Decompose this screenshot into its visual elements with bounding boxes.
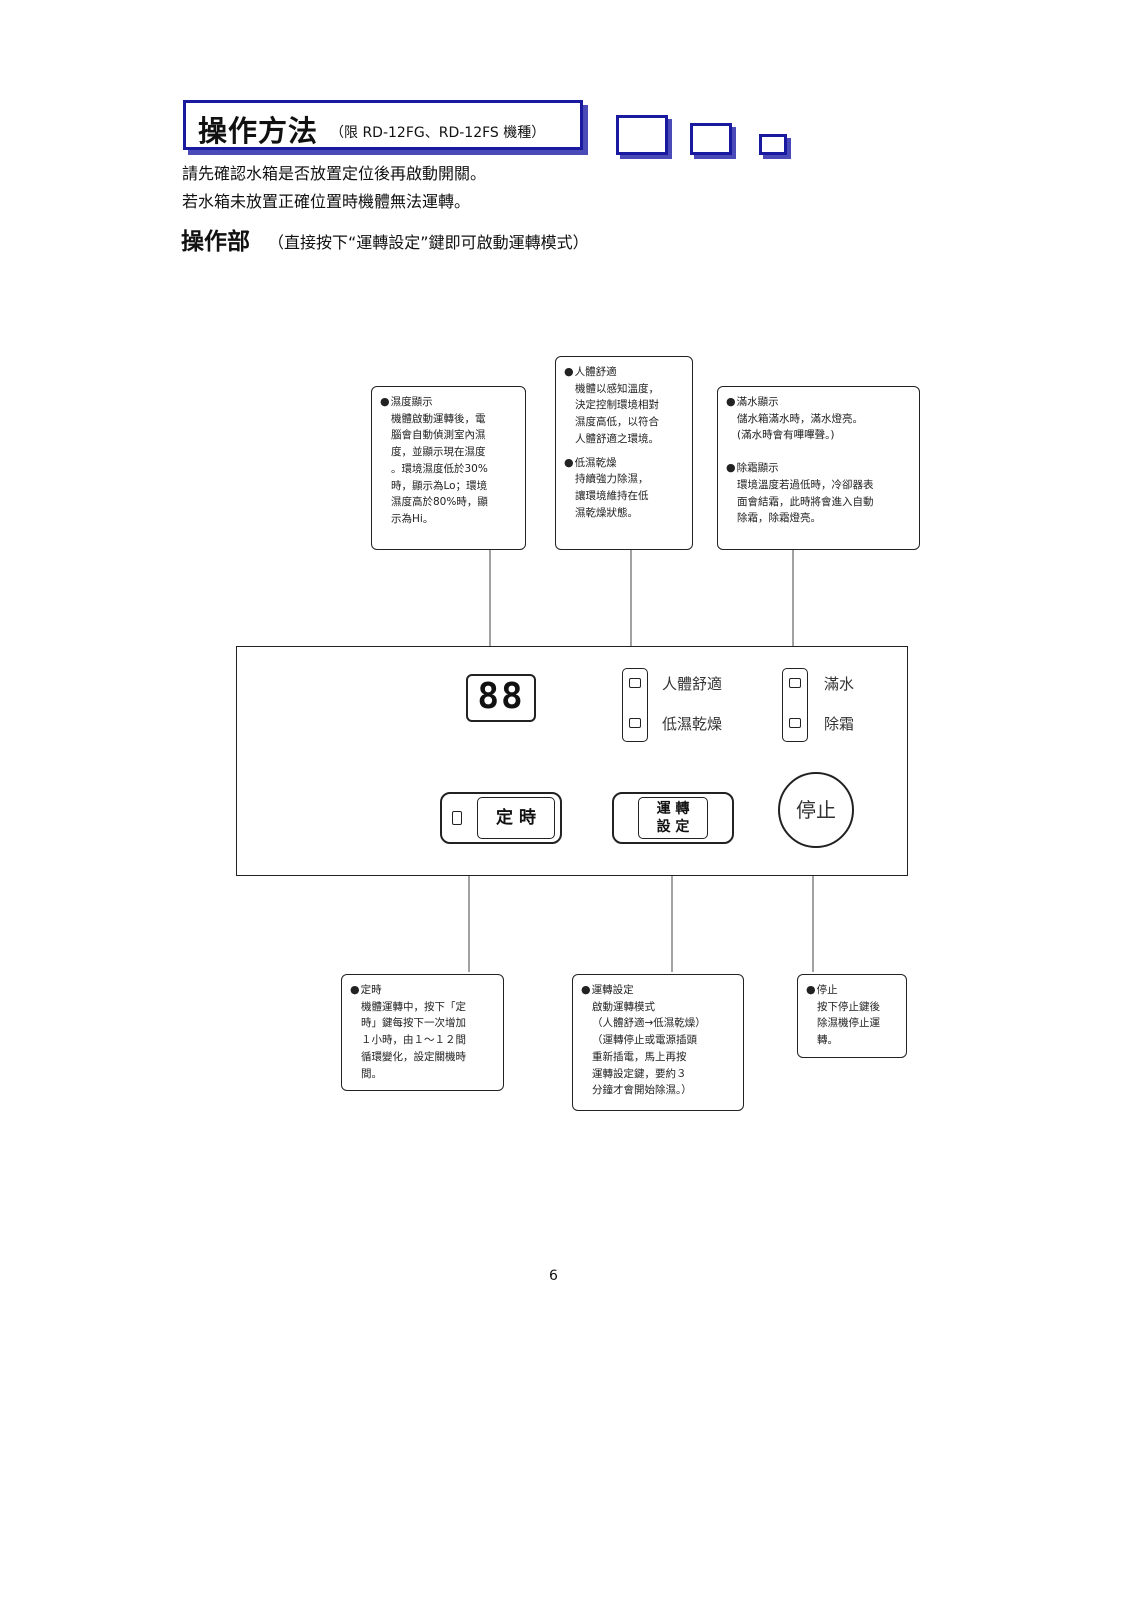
defrost-led	[789, 718, 801, 728]
title-box	[183, 100, 583, 150]
decorative-square-medium	[690, 123, 732, 155]
callout-dry-line: 讓環境維持在低	[575, 489, 649, 502]
comfort-led	[629, 678, 641, 688]
mode-button[interactable]: 運 轉 設 定	[638, 797, 708, 839]
callout-dry-line: 濕乾燥狀態。	[575, 506, 638, 519]
callout-comfort-head: 人體舒適	[564, 364, 684, 381]
timer-button[interactable]: 定 時	[477, 797, 555, 839]
callout-timer-line: 機體運轉中，按下「定	[361, 1000, 466, 1013]
callout-humidity-line: 時，顯示為Lo；環境	[391, 479, 488, 492]
callout-full-defrost: 滿水顯示 儲水箱滿水時，滿水燈亮。 (滿水時會有嗶嗶聲。) 除霜顯示 環境溫度若…	[717, 386, 920, 550]
callout-timer-line: 時」鍵每按下一次增加	[361, 1017, 466, 1030]
callout-defrost-line: 面會結霜，此時將會進入自動	[737, 495, 874, 508]
callout-timer: 定時 機體運轉中，按下「定 時」鍵每按下一次增加 １小時，由１～１２間 循環變化…	[341, 974, 504, 1091]
callout-comfort-line: 人體舒適之環境。	[575, 432, 659, 445]
humidity-display: 88	[466, 674, 536, 722]
decorative-square-small	[759, 134, 787, 155]
mode-button-label-1: 運 轉	[656, 801, 690, 817]
model-note: （限 RD-12FG、RD-12FS 機種）	[330, 125, 546, 141]
callout-defrost-head: 除霜顯示	[726, 460, 911, 477]
callout-dry-line: 持續強力除濕，	[575, 473, 649, 486]
callout-humidity-line: 機體啟動運轉後，電	[391, 412, 486, 425]
callout-comfort-line: 濕度高低，以符合	[575, 416, 659, 429]
callout-humidity-line: 腦會自動偵測室內濕	[391, 429, 486, 442]
comfort-label: 人體舒適	[662, 675, 723, 693]
callout-humidity-line: 。環境濕度低於30%	[391, 462, 488, 475]
callout-stop: 停止 按下停止鍵後 除濕機停止運 轉。	[797, 974, 907, 1058]
callout-mode-line: （運轉停止或電源插頭	[592, 1034, 697, 1047]
callout-humidity-line: 示為Hi。	[391, 512, 434, 525]
page-title: 操作方法	[198, 114, 319, 148]
callout-humidity-head: 濕度顯示	[380, 394, 517, 411]
callout-comfort-line: 機體以感知溫度，	[575, 382, 659, 395]
callout-mode-line: 啟動運轉模式	[592, 1000, 655, 1013]
section-subtitle: （直接按下“運轉設定”鍵即可啟動運轉模式）	[268, 233, 589, 252]
callout-mode-line: （人體舒適→低濕乾燥）	[592, 1017, 706, 1030]
full-water-label: 滿水	[824, 675, 855, 693]
dry-led	[629, 718, 641, 728]
dry-label: 低濕乾燥	[662, 715, 723, 733]
section-title: 操作部	[181, 229, 250, 255]
timer-led	[452, 811, 462, 825]
callout-timer-line: 間。	[361, 1067, 382, 1080]
callout-dry-head: 低濕乾燥	[564, 455, 684, 472]
callout-timer-line: １小時，由１～１２間	[361, 1034, 466, 1047]
callout-full-line: (滿水時會有嗶嗶聲。)	[737, 429, 835, 442]
stop-button[interactable]: 停止	[778, 772, 854, 848]
callout-mode-line: 重新插電，馬上再按	[592, 1050, 687, 1063]
callout-defrost-line: 除霜，除霜燈亮。	[737, 512, 821, 525]
page-number: 6	[549, 1268, 558, 1284]
callout-stop-line: 除濕機停止運	[817, 1017, 880, 1030]
full-water-led	[789, 678, 801, 688]
callout-stop-line: 按下停止鍵後	[817, 1000, 880, 1013]
mode-button-label-2: 設 定	[656, 819, 690, 835]
callout-humidity-line: 濕度高於80%時，顯	[391, 496, 488, 509]
defrost-label: 除霜	[824, 715, 855, 733]
intro-line-2: 若水箱未放置正確位置時機體無法運轉。	[182, 192, 471, 211]
callout-comfort-dry: 人體舒適 機體以感知溫度， 決定控制環境相對 濕度高低，以符合 人體舒適之環境。…	[555, 356, 693, 550]
callout-timer-head: 定時	[350, 982, 495, 999]
callout-full-head: 滿水顯示	[726, 394, 911, 411]
led-strip-right	[782, 668, 808, 742]
callout-mode-head: 運轉設定	[581, 982, 735, 999]
led-strip-left	[622, 668, 648, 742]
callout-mode: 運轉設定 啟動運轉模式 （人體舒適→低濕乾燥） （運轉停止或電源插頭 重新插電，…	[572, 974, 744, 1111]
callout-humidity-line: 度，並顯示現在濕度	[391, 446, 486, 459]
callout-comfort-line: 決定控制環境相對	[575, 399, 659, 412]
callout-stop-line: 轉。	[817, 1034, 838, 1047]
callout-defrost-line: 環境溫度若過低時，冷卻器表	[737, 478, 874, 491]
callout-mode-line: 分鐘才會開始除濕。）	[592, 1084, 692, 1097]
callout-full-line: 儲水箱滿水時，滿水燈亮。	[737, 412, 863, 425]
callout-mode-line: 運轉設定鍵，要約３	[592, 1067, 687, 1080]
callout-humidity-display: 濕度顯示 機體啟動運轉後，電 腦會自動偵測室內濕 度，並顯示現在濕度 。環境濕度…	[371, 386, 526, 550]
decorative-square-large	[616, 115, 668, 155]
callout-stop-head: 停止	[806, 982, 898, 999]
callout-timer-line: 循環變化，設定關機時	[361, 1050, 466, 1063]
intro-line-1: 請先確認水箱是否放置定位後再啟動開關。	[182, 164, 487, 183]
